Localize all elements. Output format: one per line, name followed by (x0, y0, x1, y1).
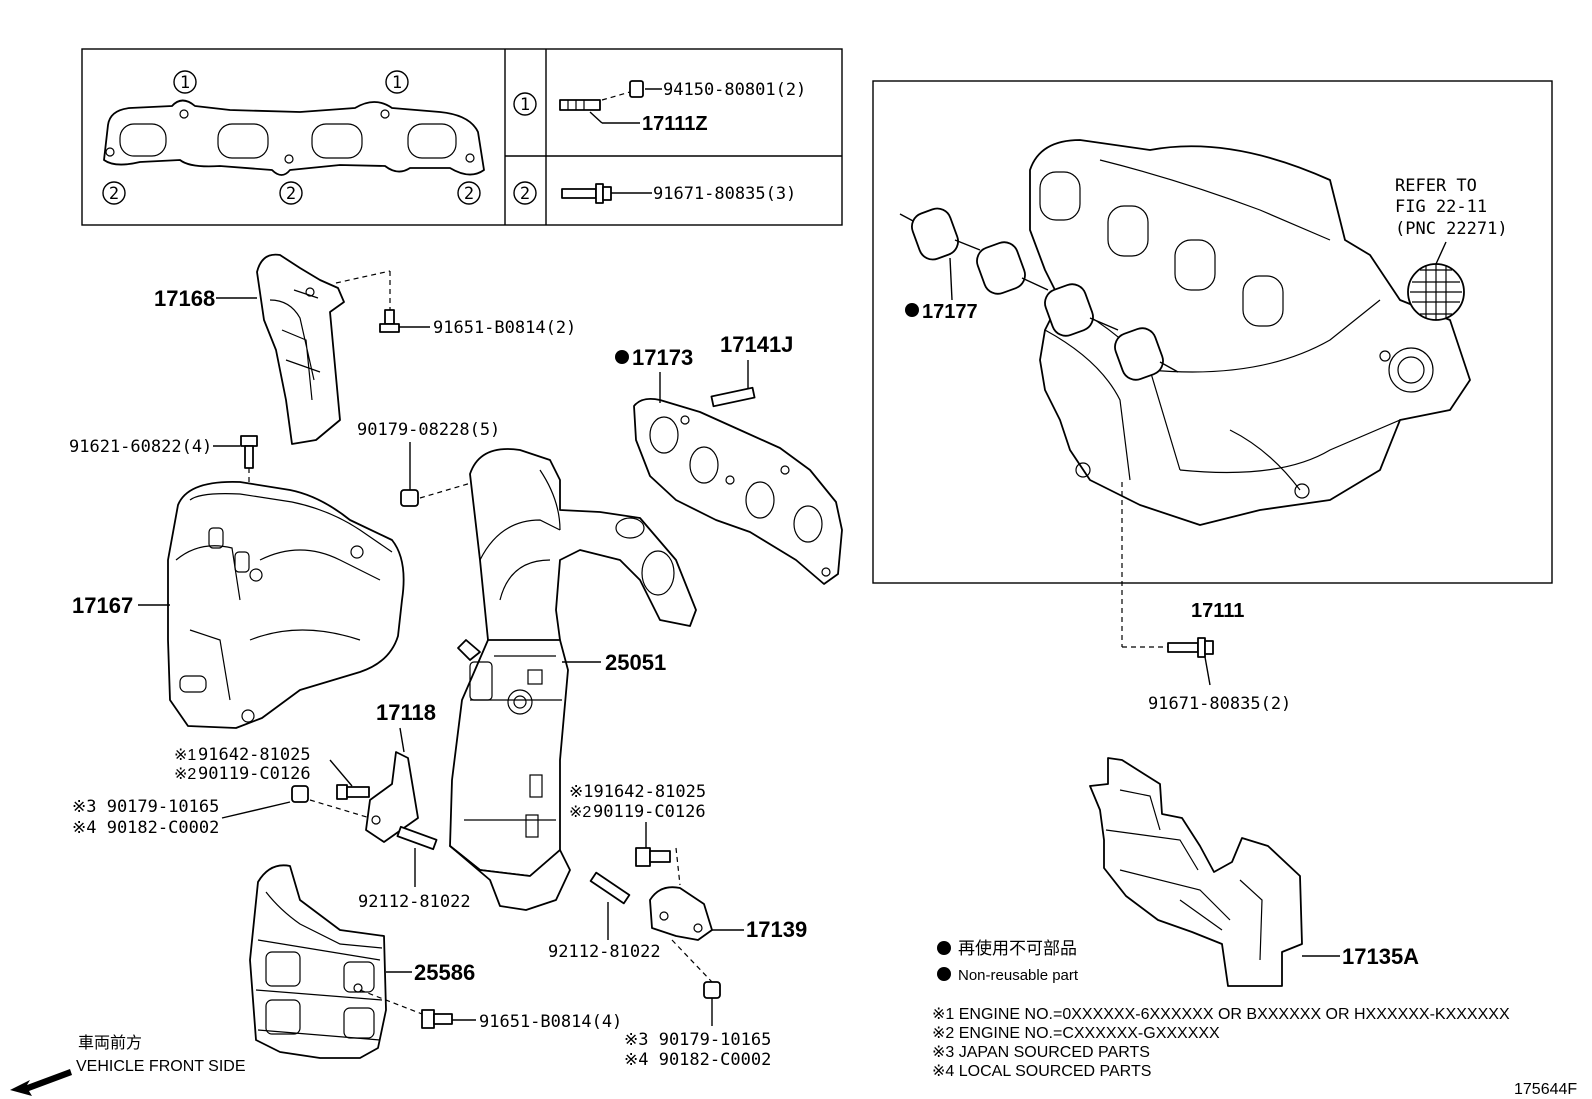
gasket-marker: 1 (180, 73, 190, 93)
flange-bolt-icon (1167, 637, 1214, 658)
label-17139: 17139 (746, 917, 807, 942)
insulator-17135A (1089, 757, 1303, 987)
front-jp: 車両前方 (78, 1034, 142, 1052)
bolt-icon (336, 784, 370, 800)
label-92112-81022-a: 92112-81022 (358, 892, 471, 912)
inset-row2-marker: 2 (520, 184, 530, 204)
bracket-17139 (649, 886, 713, 941)
legend-bullet-icon (937, 967, 951, 981)
mesh-screen-icon (1407, 263, 1465, 321)
note-line: ※4 LOCAL SOURCED PARTS (932, 1063, 1151, 1080)
label-91642-81025-b: ※191642-81025 (569, 782, 706, 802)
flange-bolt-icon (561, 183, 612, 204)
figure-id: 175644F (1514, 1081, 1577, 1098)
label-17173: 17173 (632, 345, 693, 370)
note-line: ※1 ENGINE NO.=0XXXXXX-6XXXXXX OR BXXXXXX… (932, 1006, 1510, 1023)
intake-manifold-box: 17177 REFER TO FIG 22-11 (PNC 22271) 171… (872, 80, 1553, 714)
bolt-icon (635, 847, 671, 867)
note-line: ※3 JAPAN SOURCED PARTS (932, 1044, 1150, 1061)
exhaust-gasket-drawing (103, 99, 485, 176)
manifold-heat-shield-17167: 17167 (72, 480, 405, 729)
note-2-marker: ※2 (174, 766, 196, 783)
nut-icon (291, 785, 309, 803)
label-90182-C0002-b: ※4 90182-C0002 (624, 1050, 771, 1070)
label-17168: 17168 (154, 286, 215, 311)
stud-icon (710, 386, 756, 408)
legend: 再使用不可部品 Non-reusable part (937, 938, 1079, 984)
label-90179-08228: 90179-08228(5) (357, 420, 500, 440)
legend-en: Non-reusable part (958, 967, 1079, 984)
label-90119-C0126-a: 90119-C0126 (198, 764, 311, 784)
intake-gasket-drawing (899, 207, 1179, 381)
gasket-marker-circles: 1 1 2 2 2 (102, 70, 481, 205)
refer-line-1: REFER TO (1395, 176, 1477, 196)
label-91671-80835-2: 91671-80835(2) (1148, 694, 1291, 714)
bolt-icon (421, 1009, 453, 1029)
legend-jp: 再使用不可部品 (958, 938, 1077, 958)
refer-line-2: FIG 22-11 (1395, 197, 1487, 217)
exhaust-gasket-17173 (633, 397, 843, 585)
engine-notes: ※1 ENGINE NO.=0XXXXXX-6XXXXXX OR BXXXXXX… (932, 1006, 1510, 1080)
refer-line-3: (PNC 22271) (1395, 219, 1508, 239)
gasket-marker: 2 (109, 184, 119, 204)
front-en: VEHICLE FRONT SIDE (76, 1058, 246, 1075)
label-91651-B0814-2: 91651-B0814(2) (433, 318, 576, 338)
arrow-left-icon (10, 1069, 72, 1096)
stud-icon (559, 99, 601, 111)
bolt-icon (379, 309, 400, 333)
label-91651-B0814-4: 91651-B0814(4) (479, 1012, 622, 1032)
upper-heat-shield-17168: 17168 (154, 253, 391, 445)
gasket-marker: 2 (286, 184, 296, 204)
nut-icon (629, 80, 644, 98)
label-94150-80801: 94150-80801(2) (663, 80, 806, 100)
nut-icon (400, 489, 419, 507)
label-25051: 25051 (605, 650, 666, 675)
note-2b-marker: ※2 (569, 804, 591, 821)
label-17111Z: 17111Z (642, 113, 708, 135)
label-17135A: 17135A (1342, 944, 1419, 969)
label-90179-10165-b: ※3 90179-10165 (624, 1030, 771, 1050)
gasket-bolt-inset: 1 1 2 2 2 1 94150-80801(2) 17111Z (81, 48, 843, 226)
label-91621-60822: 91621-60822(4) (69, 437, 212, 457)
lower-heat-shield-25586 (249, 864, 387, 1059)
inset-row1-marker: 1 (520, 95, 530, 115)
label-92112-81022-b: 92112-81022 (548, 942, 661, 962)
label-91671-80835-3: 91671-80835(3) (653, 184, 796, 204)
stud-icon (589, 871, 631, 905)
note-line: ※2 ENGINE NO.=CXXXXXX-GXXXXXX (932, 1025, 1220, 1042)
label-25586: 25586 (414, 960, 475, 985)
note-1-marker: ※1 (174, 747, 196, 764)
bolt-icon (240, 435, 258, 469)
label-17111: 17111 (1191, 600, 1244, 622)
stud-icon (396, 825, 438, 851)
gasket-marker: 2 (464, 184, 474, 204)
legend-bullet-icon (937, 941, 951, 955)
label-17141J: 17141J (720, 332, 793, 357)
label-90119-C0126-b: 90119-C0126 (593, 802, 706, 822)
gasket-marker: 1 (392, 73, 402, 93)
label-90179-10165-a: ※3 90179-10165 (72, 797, 219, 817)
label-90182-C0002-a: ※4 90182-C0002 (72, 818, 219, 838)
bracket-17118 (365, 751, 419, 843)
label-17167: 17167 (72, 593, 133, 618)
label-17177: 17177 (922, 301, 978, 323)
vehicle-front-indicator: 車両前方 VEHICLE FRONT SIDE (10, 1034, 246, 1096)
nut-icon (703, 981, 721, 999)
exhaust-manifold-converter-25051: 25051 (449, 448, 697, 911)
label-17118: 17118 (376, 700, 436, 725)
label-91642-81025-a: 91642-81025 (198, 745, 311, 765)
